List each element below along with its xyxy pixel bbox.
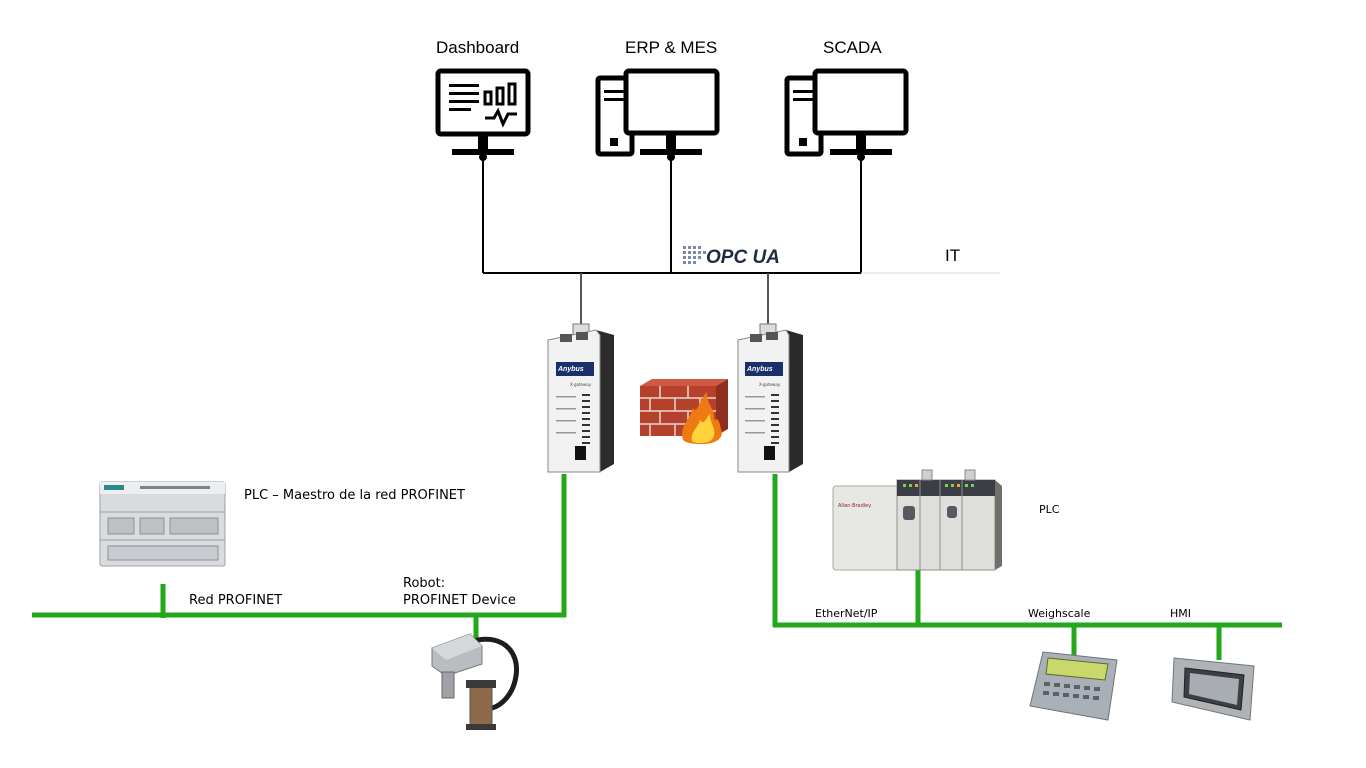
opc-ua-logo: OPC UA: [683, 246, 780, 268]
profinet-plc-label: PLC – Maestro de la red PROFINET: [244, 488, 465, 503]
dashboard-label: Dashboard: [436, 38, 520, 57]
erp-mes-label: ERP & MES: [625, 38, 718, 57]
weighscale-label: Weighscale: [1028, 607, 1091, 620]
it-wiring: [482, 156, 862, 274]
scada-workstation-icon: [784, 68, 909, 161]
hmi-panel-device: [1171, 657, 1255, 721]
ethernet-ip-network: [772, 474, 1282, 660]
anybus-gateway-left: Anybus X-gateway: [547, 323, 614, 473]
dashboard-monitor-icon: [435, 68, 531, 161]
ethernet-plc-label: PLC: [1039, 503, 1060, 516]
profinet-network-label: Red PROFINET: [189, 593, 283, 608]
allen-bradley-logo: Allen-Bradley: [838, 503, 871, 509]
gateway-left-model: X-gateway: [570, 382, 592, 387]
scara-robot-device: [431, 633, 519, 730]
gateway-right-model: X-gateway: [759, 382, 781, 387]
gateway-left-brand: Anybus: [557, 366, 584, 373]
hmi-label: HMI: [1170, 607, 1192, 620]
gateway-uplinks: [580, 273, 769, 330]
erp-mes-workstation-icon: [595, 68, 720, 161]
allen-bradley-plc-device: Allen-Bradley: [832, 469, 1002, 571]
firewall-icon: [640, 379, 728, 444]
it-layer-label: IT: [945, 246, 961, 265]
robot-device-label: PROFINET Device: [403, 593, 516, 608]
siemens-plc-device: [99, 481, 226, 567]
profinet-network: [32, 474, 567, 640]
scada-label: SCADA: [823, 38, 882, 57]
gateway-right-brand: Anybus: [746, 366, 773, 373]
anybus-gateway-right: Anybus X-gateway: [737, 323, 803, 473]
robot-label: Robot:: [403, 576, 446, 591]
ethernet-ip-network-label: EtherNet/IP: [815, 607, 878, 620]
weighscale-device: [1029, 651, 1118, 721]
opc-ua-logo-text: OPC UA: [706, 247, 780, 268]
